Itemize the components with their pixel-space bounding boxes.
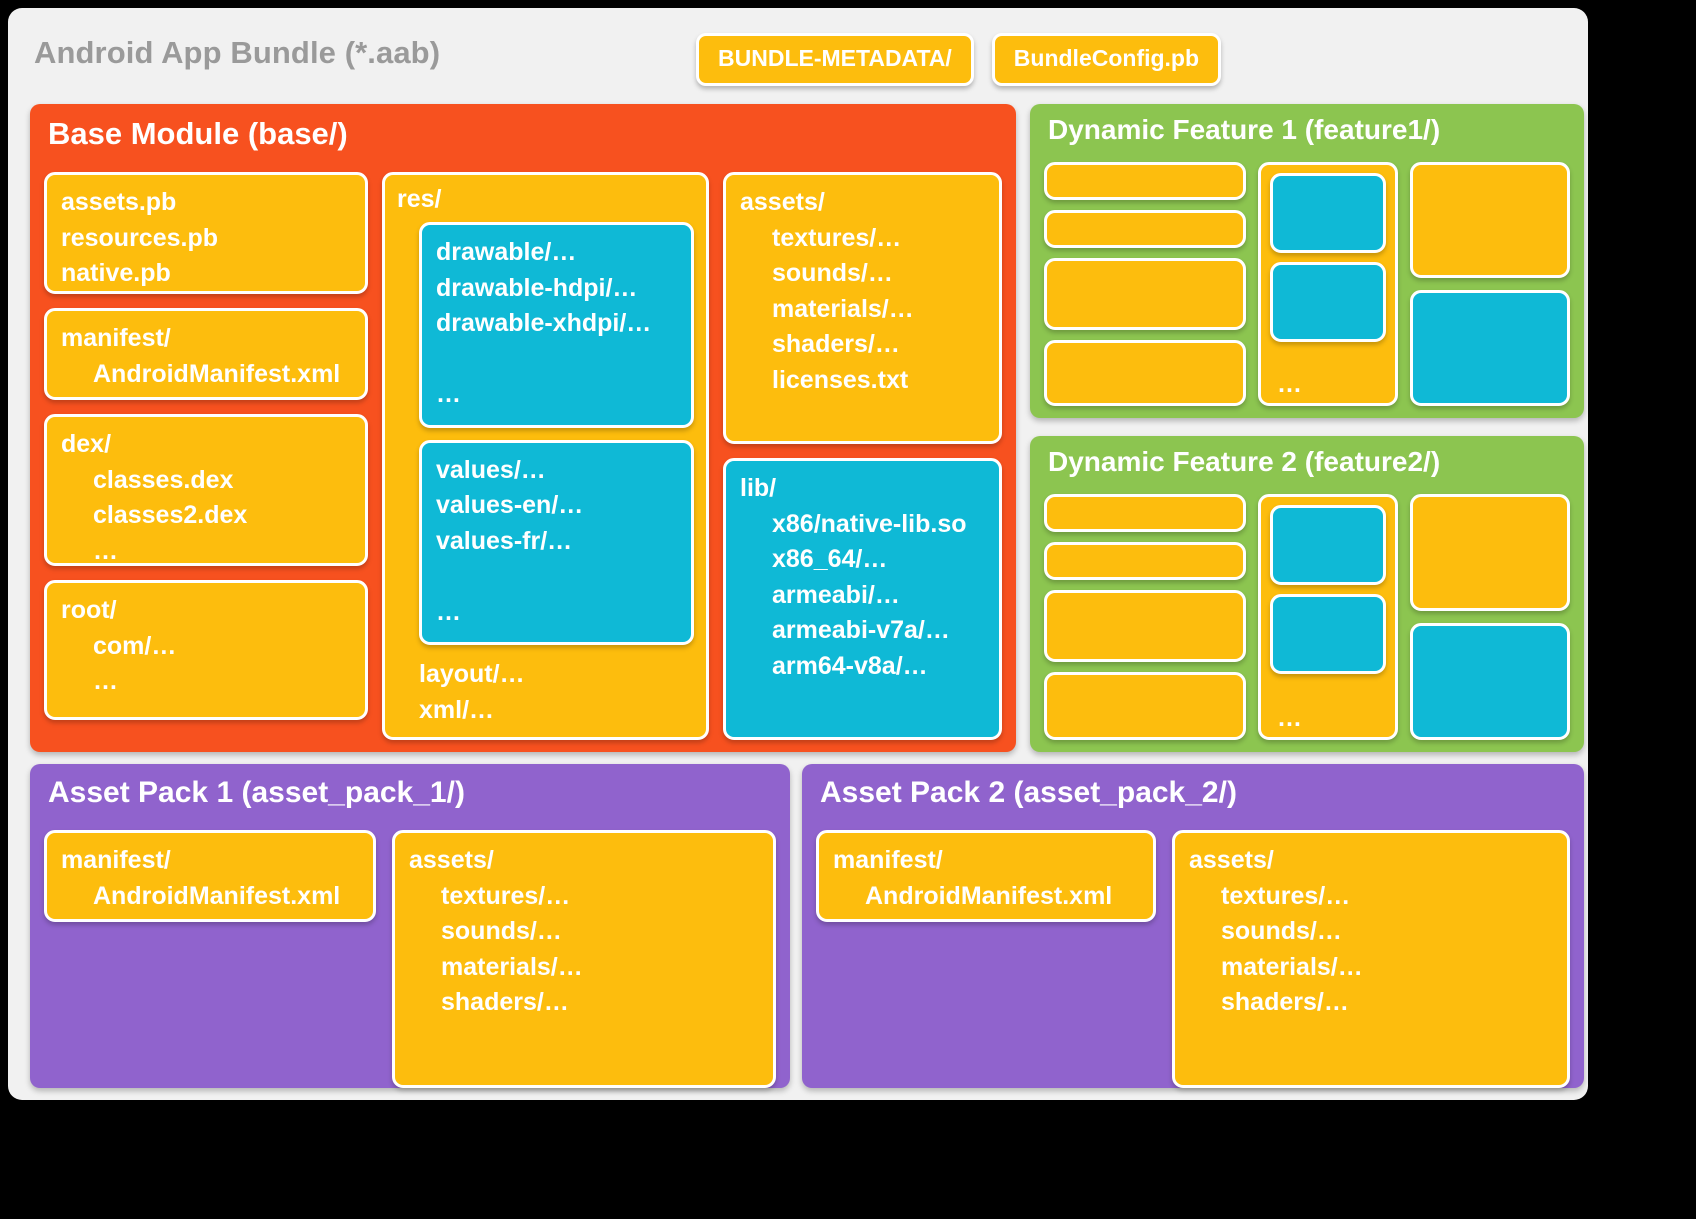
feature-1-res-box-2[interactable] — [1270, 262, 1386, 342]
asset-pack-2-title: Asset Pack 2 (asset_pack_2/) — [820, 776, 1237, 809]
asset-pack-2-assets-box[interactable]: assets/textures/… sounds/… materials/… s… — [1172, 830, 1570, 1088]
feature-2-file-box-3[interactable] — [1044, 590, 1246, 662]
bundle-header: Android App Bundle (*.aab) — [8, 8, 1588, 98]
box-dex[interactable]: dex/classes.dex classes2.dex … — [44, 414, 368, 566]
feature-2-assets-box[interactable] — [1410, 494, 1570, 611]
box-res-drawable[interactable]: drawable/… drawable-hdpi/… drawable-xhdp… — [419, 222, 694, 428]
asset-pack-1-manifest-column: manifest/AndroidManifest.xml — [44, 830, 376, 1088]
asset-pack-1-panel[interactable]: Asset Pack 1 (asset_pack_1/) manifest/An… — [30, 764, 790, 1088]
box-assets[interactable]: assets/textures/… sounds/… materials/… s… — [723, 172, 1002, 444]
res-values-list: values/… values-en/… values-fr/… … — [436, 455, 584, 626]
box-res[interactable]: res/ drawable/… drawable-hdpi/… drawable… — [382, 172, 709, 795]
header-chip-group: BUNDLE-METADATA/ BundleConfig.pb — [696, 33, 1222, 86]
feature-2-res-ellipsis: … — [1277, 704, 1302, 732]
asset-pack-2-manifest-head: manifest/ — [833, 846, 943, 874]
feature-2-lib-box[interactable] — [1410, 623, 1570, 740]
base-column-assets-lib: assets/textures/… sounds/… materials/… s… — [723, 172, 1002, 740]
box-res-values[interactable]: values/… values-en/… values-fr/… … — [419, 439, 694, 645]
lib-children: x86/native-lib.so x86_64/… armeabi/… arm… — [772, 509, 967, 680]
base-column-resources: res/ drawable/… drawable-hdpi/… drawable… — [382, 172, 709, 795]
asset-pack-2-manifest-column: manifest/AndroidManifest.xml — [816, 830, 1156, 1088]
base-module-title: Base Module (base/) — [48, 116, 348, 151]
feature-1-file-box-4[interactable] — [1044, 340, 1246, 406]
android-app-bundle-diagram: Android App Bundle (*.aab) BUNDLE-METADA… — [8, 8, 1588, 1100]
dynamic-feature-2-columns: … — [1044, 494, 1570, 740]
protobuf-file-list: assets.pb resources.pb native.pb — [61, 188, 219, 287]
feature-2-column-assets — [1410, 494, 1570, 740]
feature-1-file-box-3[interactable] — [1044, 258, 1246, 330]
assets-children: textures/… sounds/… materials/… shaders/… — [772, 223, 914, 394]
feature-2-file-box-2[interactable] — [1044, 542, 1246, 580]
dynamic-feature-2-panel[interactable]: Dynamic Feature 2 (feature2/) … — [1030, 436, 1584, 752]
assets-head: assets/ — [740, 188, 825, 216]
feature-2-file-box-4[interactable] — [1044, 672, 1246, 740]
feature-2-res-box-2[interactable] — [1270, 594, 1386, 674]
base-module-columns: assets.pb resources.pb native.pb manifes… — [44, 172, 1002, 795]
feature-1-column-res: … — [1258, 162, 1398, 406]
asset-pack-1-manifest-box[interactable]: manifest/AndroidManifest.xml — [44, 830, 376, 922]
feature-2-column-res: … — [1258, 494, 1398, 740]
feature-1-assets-box[interactable] — [1410, 162, 1570, 278]
feature-1-res-ellipsis: … — [1277, 370, 1302, 398]
root-children: com/… … — [93, 631, 177, 696]
asset-pack-2-columns: manifest/AndroidManifest.xml assets/text… — [816, 830, 1570, 1088]
box-manifest[interactable]: manifest/AndroidManifest.xml — [44, 308, 368, 400]
asset-pack-1-manifest-child: AndroidManifest.xml — [93, 881, 341, 910]
feature-1-lib-box[interactable] — [1410, 290, 1570, 406]
feature-2-column-files — [1044, 494, 1246, 740]
manifest-child: AndroidManifest.xml — [93, 359, 341, 388]
asset-pack-1-columns: manifest/AndroidManifest.xml assets/text… — [44, 830, 776, 1088]
feature-1-column-assets — [1410, 162, 1570, 406]
root-head: root/ — [61, 596, 117, 624]
asset-pack-2-manifest-box[interactable]: manifest/AndroidManifest.xml — [816, 830, 1156, 922]
box-root[interactable]: root/com/… … — [44, 580, 368, 720]
feature-1-file-box-1[interactable] — [1044, 162, 1246, 200]
feature-1-file-box-2[interactable] — [1044, 210, 1246, 248]
dynamic-feature-1-columns: … — [1044, 162, 1570, 406]
feature-1-res-box-1[interactable] — [1270, 173, 1386, 253]
lib-head: lib/ — [740, 474, 777, 502]
asset-pack-1-assets-children: textures/… sounds/… materials/… shaders/… — [441, 881, 583, 1017]
feature-2-res-box-1[interactable] — [1270, 505, 1386, 585]
asset-pack-1-title: Asset Pack 1 (asset_pack_1/) — [48, 776, 465, 809]
asset-pack-2-assets-children: textures/… sounds/… materials/… shaders/… — [1221, 881, 1363, 1017]
asset-pack-2-panel[interactable]: Asset Pack 2 (asset_pack_2/) manifest/An… — [802, 764, 1584, 1088]
dex-head: dex/ — [61, 430, 112, 458]
res-drawable-list: drawable/… drawable-hdpi/… drawable-xhdp… — [436, 238, 652, 408]
dynamic-feature-1-title: Dynamic Feature 1 (feature1/) — [1048, 114, 1441, 145]
feature-2-res-container[interactable]: … — [1258, 494, 1398, 740]
base-column-metadata: assets.pb resources.pb native.pb manifes… — [44, 172, 368, 740]
dynamic-feature-2-title: Dynamic Feature 2 (feature2/) — [1048, 446, 1441, 477]
asset-pack-2-manifest-child: AndroidManifest.xml — [865, 881, 1113, 910]
box-protobuf-files[interactable]: assets.pb resources.pb native.pb — [44, 172, 368, 294]
box-lib[interactable]: lib/x86/native-lib.so x86_64/… armeabi/…… — [723, 458, 1002, 740]
dex-children: classes.dex classes2.dex … — [93, 465, 248, 565]
asset-pack-1-assets-box[interactable]: assets/textures/… sounds/… materials/… s… — [392, 830, 776, 1088]
res-head: res/ — [397, 185, 442, 213]
asset-pack-2-assets-head: assets/ — [1189, 846, 1274, 874]
asset-pack-2-assets-column: assets/textures/… sounds/… materials/… s… — [1172, 830, 1570, 1088]
chip-bundle-config[interactable]: BundleConfig.pb — [991, 33, 1222, 86]
dynamic-feature-1-panel[interactable]: Dynamic Feature 1 (feature1/) … — [1030, 104, 1584, 418]
page-title: Android App Bundle (*.aab) — [34, 35, 441, 70]
asset-pack-1-assets-head: assets/ — [409, 846, 494, 874]
manifest-head: manifest/ — [61, 324, 171, 352]
asset-pack-1-manifest-head: manifest/ — [61, 846, 171, 874]
base-module-panel[interactable]: Base Module (base/) assets.pb resources.… — [30, 104, 1016, 795]
feature-2-file-box-1[interactable] — [1044, 494, 1246, 532]
feature-1-res-container[interactable]: … — [1258, 162, 1398, 406]
asset-pack-1-assets-column: assets/textures/… sounds/… materials/… s… — [392, 830, 776, 1088]
feature-1-column-files — [1044, 162, 1246, 406]
chip-bundle-metadata[interactable]: BUNDLE-METADATA/ — [696, 33, 974, 86]
